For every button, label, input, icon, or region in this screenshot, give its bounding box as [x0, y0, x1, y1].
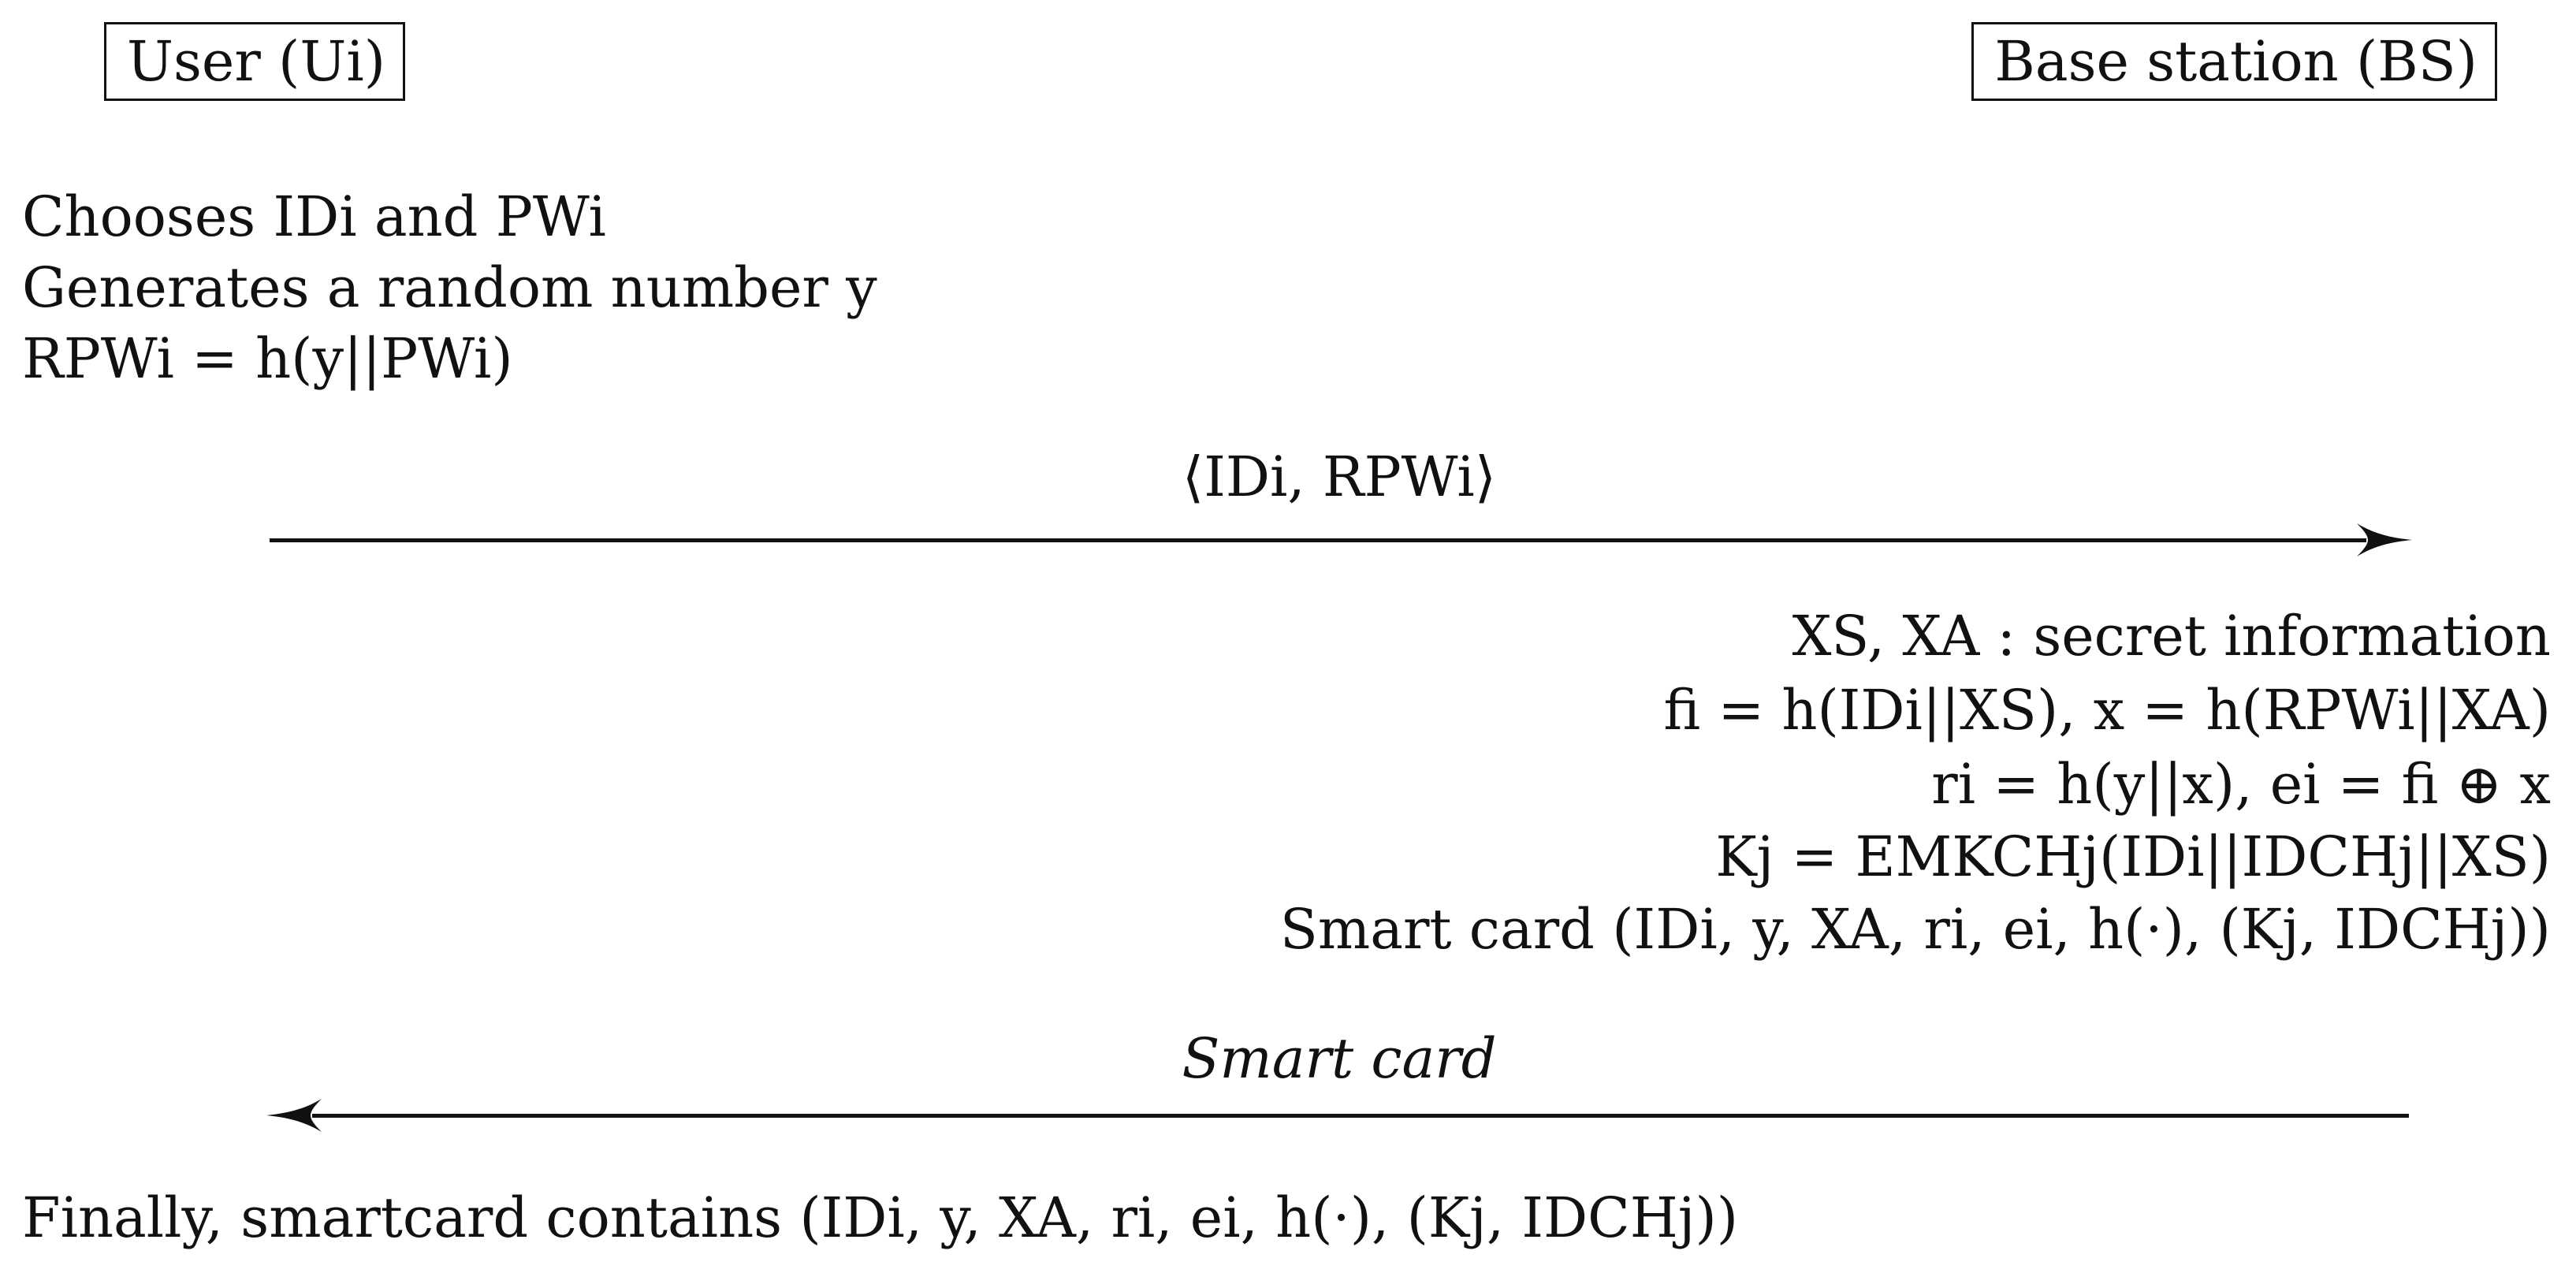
bs-step-3: ri = h(y||x), ei = fi ⊕ x [1931, 752, 2551, 817]
user-step-1: Chooses IDi and PWi [22, 184, 606, 249]
bs-step-1: XS, XA : secret information [1792, 604, 2551, 668]
message-1-label: ⟨IDi, RPWi⟩ [1182, 445, 1497, 509]
message-2-label: Smart card [1182, 1026, 1497, 1091]
message-1-arrowhead-icon [2357, 523, 2412, 556]
user-step-3: RPWi = h(y||PWi) [22, 326, 513, 391]
base-station-participant-label: Base station (BS) [1994, 29, 2477, 94]
message-1-arrow-line [270, 538, 2366, 542]
message-2-arrow-line [312, 1114, 2409, 1118]
user-step-2: Generates a random number y [22, 255, 877, 320]
base-station-participant-box: Base station (BS) [1971, 22, 2497, 101]
user-participant-box: User (Ui) [104, 22, 406, 101]
bs-step-4: Kj = EMKCHj(IDi||IDCHj||XS) [1715, 824, 2551, 889]
message-2-arrowhead-icon [266, 1099, 322, 1132]
bs-step-5: Smart card (IDi, y, XA, ri, ei, h(·), (K… [1279, 897, 2551, 962]
bs-step-2: fi = h(IDi||XS), x = h(RPWi||XA) [1663, 678, 2551, 743]
user-participant-label: User (Ui) [127, 29, 386, 94]
final-step: Finally, smartcard contains (IDi, y, XA,… [22, 1186, 1739, 1250]
